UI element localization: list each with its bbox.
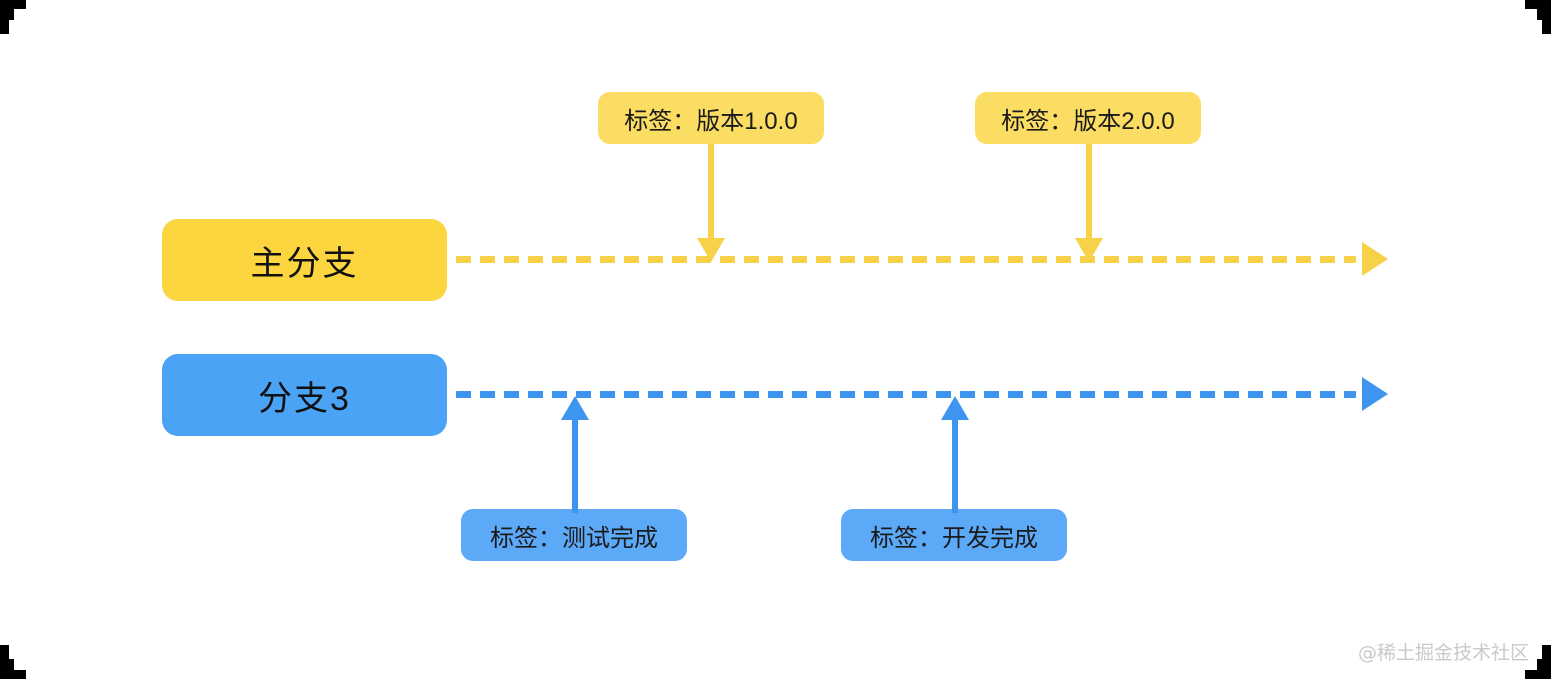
tag-version-2-0-0-label: 标签：版本2.0.0 bbox=[1001, 107, 1175, 135]
connector-arrowhead-version-1-0-0 bbox=[697, 238, 725, 262]
connector-arrowhead-version-2-0-0 bbox=[1075, 238, 1103, 262]
connector-arrowhead-dev-complete bbox=[941, 396, 969, 420]
corner-decoration-bottom-left bbox=[0, 645, 26, 679]
tag-dev-complete[interactable]: 标签：开发完成 bbox=[841, 509, 1067, 561]
tag-dev-complete-label: 标签：开发完成 bbox=[870, 524, 1038, 552]
connector-stem-version-1-0-0 bbox=[708, 144, 714, 242]
timeline-arrowhead-main-branch bbox=[1362, 242, 1388, 276]
corner-decoration-top-left bbox=[0, 0, 26, 34]
tag-test-complete[interactable]: 标签：测试完成 bbox=[461, 509, 687, 561]
watermark-text: @稀土掘金技术社区 bbox=[1357, 642, 1529, 664]
timeline-arrowhead-branch-3 bbox=[1362, 377, 1388, 411]
connector-stem-dev-complete bbox=[952, 418, 958, 513]
connector-stem-test-complete bbox=[572, 418, 578, 513]
tag-version-1-0-0[interactable]: 标签：版本1.0.0 bbox=[598, 92, 824, 144]
lane-label-branch-3[interactable]: 分支3 bbox=[162, 354, 447, 436]
timeline-rail-branch-3 bbox=[456, 391, 1356, 398]
tag-version-1-0-0-label: 标签：版本1.0.0 bbox=[624, 107, 798, 135]
lane-label-main-branch[interactable]: 主分支 bbox=[162, 219, 447, 301]
tag-version-2-0-0[interactable]: 标签：版本2.0.0 bbox=[975, 92, 1201, 144]
lane-label-branch-3-text: 分支3 bbox=[258, 379, 351, 418]
corner-decoration-top-right bbox=[1525, 0, 1551, 34]
connector-stem-version-2-0-0 bbox=[1086, 144, 1092, 242]
timeline-rail-main-branch bbox=[456, 256, 1356, 263]
connector-arrowhead-test-complete bbox=[561, 396, 589, 420]
tag-test-complete-label: 标签：测试完成 bbox=[490, 524, 658, 552]
lane-label-main-branch-text: 主分支 bbox=[250, 244, 359, 283]
